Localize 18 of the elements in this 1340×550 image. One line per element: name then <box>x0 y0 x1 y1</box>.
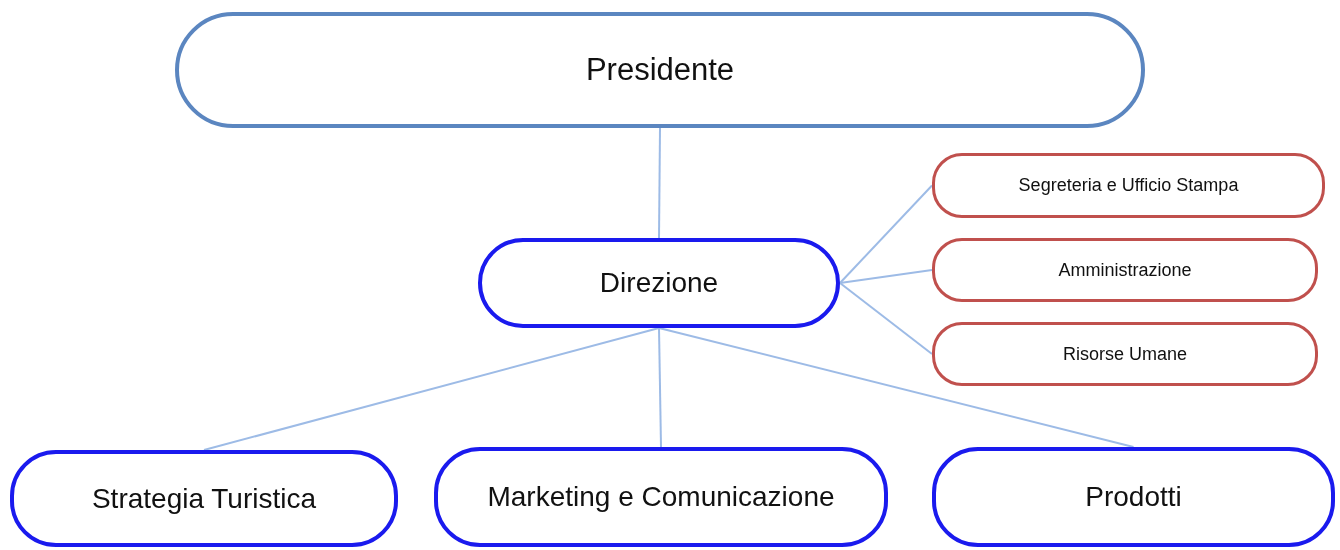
node-label: Presidente <box>585 52 735 88</box>
node-label: Segreteria e Ufficio Stampa <box>1018 175 1239 196</box>
rounded-box <box>932 153 1325 218</box>
connector-line <box>839 282 933 355</box>
rounded-box <box>932 322 1318 386</box>
node-label: Direzione <box>599 267 719 299</box>
connector-line <box>203 327 660 451</box>
node-label: Prodotti <box>1085 481 1182 513</box>
rounded-box <box>932 238 1318 302</box>
node-label: Risorse Umane <box>1062 343 1187 365</box>
connector-line <box>839 184 933 284</box>
node-label: Strategia Turistica <box>91 482 317 515</box>
node-label: Marketing e Comunicazione <box>487 481 835 513</box>
connector-line <box>839 269 933 284</box>
connector-line <box>658 327 1135 448</box>
connector-line <box>658 327 662 448</box>
node-label: Amministrazione <box>1058 259 1192 281</box>
connector-line <box>658 127 661 239</box>
